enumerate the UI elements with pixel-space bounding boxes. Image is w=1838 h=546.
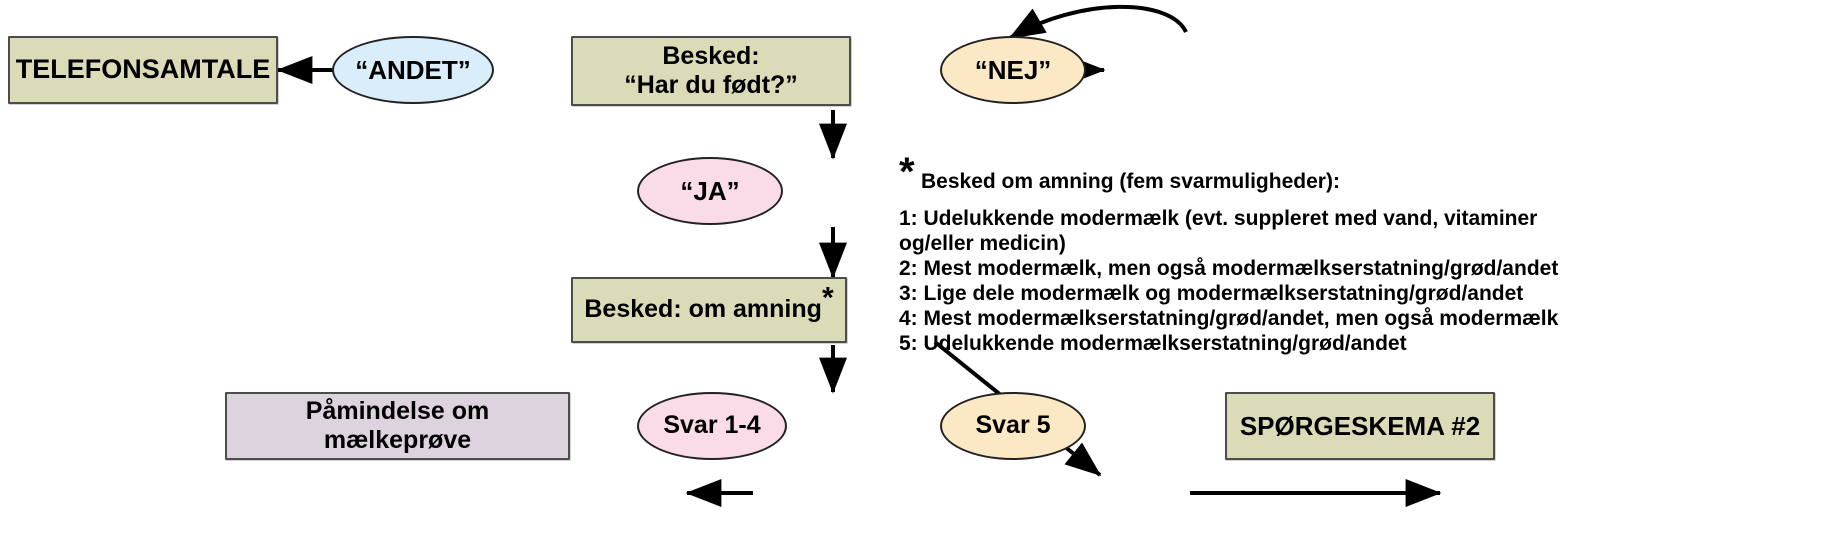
legend-amning-svarmuligheder: * Besked om amning (fem svarmuligheder):… (899, 152, 1829, 357)
legend-asterisk-icon: * (899, 150, 915, 194)
node-svar-5[interactable]: Svar 5 (940, 392, 1086, 460)
node-nej[interactable]: “NEJ” (940, 36, 1086, 104)
legend-heading: Besked om amning (fem svarmuligheder): (921, 170, 1340, 193)
asterisk-marker-icon: * (821, 281, 834, 315)
node-svar-1-4-label: Svar 1-4 (663, 411, 761, 440)
node-besked-om-amning[interactable]: Besked: om amning* (571, 277, 847, 343)
node-andet-label: “ANDET” (355, 54, 471, 85)
node-paamindelse-om-maelkeprove[interactable]: Påmindelse om mælkeprøve (225, 392, 570, 460)
legend-item-3: 3: Lige dele modermælk og modermælkserst… (899, 282, 1524, 306)
node-sporgeskema-2[interactable]: SPØRGESKEMA #2 (1225, 392, 1495, 460)
legend-item-1: 1: Udelukkende modermælk (evt. suppleret… (899, 206, 1538, 255)
node-sporgeskema-2-label: SPØRGESKEMA #2 (1239, 410, 1481, 441)
legend-item-4: 4: Mest modermælkserstatning/grød/andet,… (899, 307, 1559, 331)
node-besked-om-amning-text: Besked: om amning (584, 295, 822, 324)
node-besked-har-du-fodt-line2: “Har du født?” (624, 71, 798, 99)
node-besked-har-du-fodt-line1: Besked: (662, 41, 760, 70)
node-telefonsamtale-label: TELEFONSAMTALE (15, 54, 271, 85)
legend-list: 1: Udelukkende modermælk (evt. suppleret… (899, 206, 1829, 357)
node-ja[interactable]: “JA” (637, 157, 783, 225)
legend-item-5: 5: Udelukkende modermælkserstatning/grød… (899, 332, 1407, 356)
node-svar-1-4[interactable]: Svar 1-4 (637, 392, 787, 460)
node-telefonsamtale[interactable]: TELEFONSAMTALE (8, 36, 278, 104)
node-paamindelse-om-maelkeprove-label: Påmindelse om mælkeprøve (305, 396, 490, 455)
edge-nej-loop-to-besked (1008, 4, 1188, 40)
node-nej-label: “NEJ” (974, 54, 1052, 85)
node-ja-label: “JA” (680, 175, 740, 206)
node-besked-har-du-fodt[interactable]: Besked: “Har du født?” (571, 36, 851, 106)
node-svar-5-label: Svar 5 (975, 411, 1051, 440)
node-andet[interactable]: “ANDET” (332, 36, 494, 104)
node-besked-om-amning-label: Besked: om amning* (578, 283, 839, 325)
legend-item-2: 2: Mest modermælk, men også modermælkser… (899, 256, 1559, 280)
